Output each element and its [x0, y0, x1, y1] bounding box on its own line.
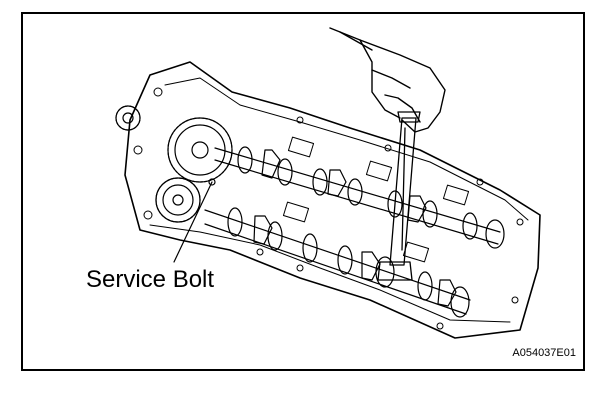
callout-leader [173, 181, 213, 263]
lower-camshaft [204, 207, 471, 318]
service-bolt-marker [208, 178, 216, 186]
figure-id: A054037E01 [512, 347, 576, 359]
upper-camshaft [214, 146, 505, 249]
service-bolt-label: Service Bolt [86, 266, 215, 293]
camshaft-gear [167, 117, 233, 183]
bearing-caps [282, 136, 470, 263]
idler-sprocket [115, 105, 141, 131]
head-bolt-holes [133, 87, 524, 330]
lower-gear [155, 177, 201, 223]
cylinder-head-outline [124, 61, 541, 339]
diagram-frame [21, 12, 585, 371]
hand [329, 27, 446, 133]
wrench [377, 111, 421, 281]
